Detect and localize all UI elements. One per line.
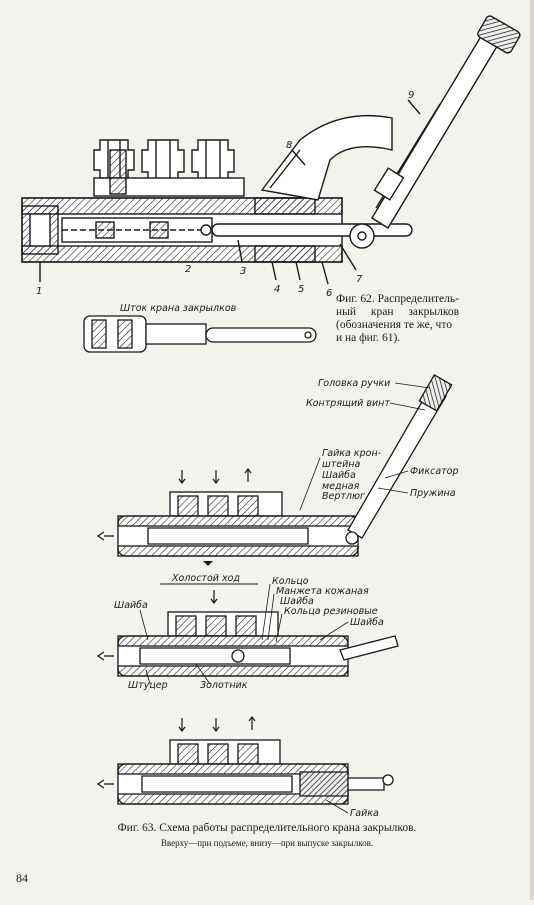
label-shayba-mid-1: Шайба [280, 596, 314, 607]
fig62-caption-line-3: (обозначения те же, что [336, 319, 452, 331]
fig63-subcaption: Вверху—при подъеме, внизу—при выпуске за… [160, 838, 374, 848]
fig63-bottom-drawing [96, 739, 394, 805]
fig62-section-drawing [21, 15, 521, 285]
callout-6: 6 [326, 288, 332, 299]
rod-label: Шток крана закрылков [120, 303, 237, 314]
label-golovka-ruchki: Головка ручки [318, 378, 390, 389]
fig63-caption: Фиг. 63. Схема работы распределительного… [117, 822, 417, 834]
callout-8: 8 [286, 140, 292, 151]
callout-7: 7 [356, 274, 363, 285]
label-shayba-mid-2: Шайба [350, 617, 384, 628]
label-koltso: Кольцо [272, 576, 309, 587]
fig63-top-drawing [96, 373, 453, 557]
fig62-caption: Фиг. 62. Распределитель- ный кран закрыл… [336, 293, 488, 345]
fig63-top-leaders [299, 382, 431, 511]
label-gayka-kron: Гайка крон- [322, 448, 382, 459]
label-mednaya: медная [322, 481, 360, 492]
callout-1: 1 [36, 286, 42, 297]
fig63-middle-leaders [139, 583, 349, 685]
idle-label: Холостой ход [171, 573, 240, 584]
label-vertlyug: Вертлюг [322, 491, 366, 502]
fig62-callouts: 1 2 3 4 5 6 7 8 9 [36, 90, 414, 299]
fig63-middle-labels: Кольцо Манжета кожаная Шайба Кольца рези… [114, 576, 384, 691]
fig62-nuts [93, 139, 245, 197]
label-shayba-left: Шайба [114, 600, 148, 611]
callout-5: 5 [298, 284, 304, 295]
fig63-caption-block: Фиг. 63. Схема работы распределительного… [0, 822, 534, 848]
gayka-leader [325, 799, 349, 814]
callout-3: 3 [240, 266, 246, 277]
fig63-top-arrows [178, 468, 252, 484]
callout-4: 4 [274, 284, 280, 295]
label-koltsa-rezinovye: Кольца резиновые [284, 606, 378, 617]
label-zolotnik: Золотник [200, 680, 248, 691]
label-pruzhina: Пружина [410, 488, 456, 499]
label-kontryashchiy-vint: Контрящий винт [306, 398, 390, 409]
callout-9: 9 [408, 90, 414, 101]
fig62-caption-line-4: и на фиг. 61). [336, 332, 401, 344]
label-shayba-top: Шайба [322, 470, 356, 481]
fig62-caption-line-1: Фиг. 62. Распределитель- [336, 293, 459, 305]
page-number: 84 [16, 871, 28, 885]
idle-marker [203, 561, 213, 566]
label-gayka: Гайка [350, 808, 379, 819]
fig63-middle-drawing [96, 611, 399, 677]
label-fiksator: Фиксатор [410, 466, 459, 477]
label-shteyna: штейна [322, 459, 360, 470]
fig63-middle-arrows [210, 590, 218, 604]
page-edge [530, 0, 534, 900]
label-manzheta: Манжета кожаная [276, 586, 369, 597]
fig62-caption-line-2: ный кран закрылков [336, 306, 460, 318]
label-shtutser: Штуцер [128, 680, 168, 691]
callout-2: 2 [185, 264, 191, 275]
fig63-top-labels: Головка ручки Контрящий винт Гайка крон-… [306, 378, 459, 502]
fig63-bottom-arrows [178, 716, 256, 732]
fig62-rod-drawing [83, 315, 317, 353]
